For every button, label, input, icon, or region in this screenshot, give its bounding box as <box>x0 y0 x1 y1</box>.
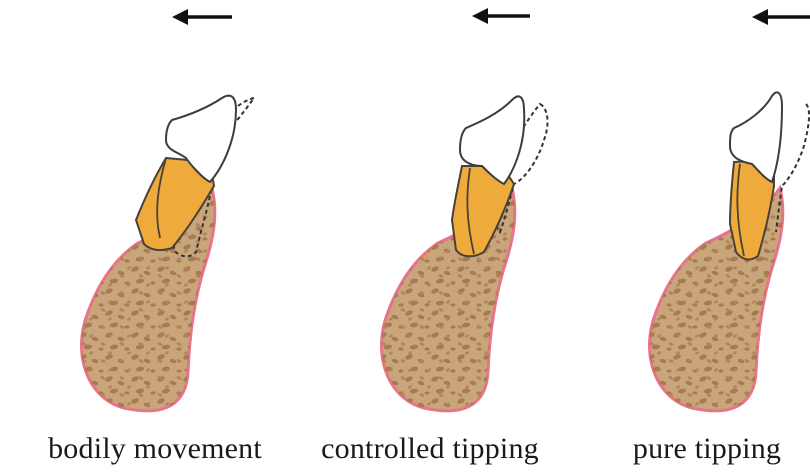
panel-pure-tipping <box>628 9 810 420</box>
direction-arrow <box>472 8 530 24</box>
alveolar-bone <box>628 180 798 420</box>
caption-controlled-tipping: controlled tipping <box>321 432 539 466</box>
direction-arrow <box>752 9 810 25</box>
caption-bodily-movement: bodily movement <box>48 432 262 466</box>
panel-controlled-tipping <box>360 8 547 420</box>
caption-pure-tipping: pure tipping <box>633 432 781 466</box>
direction-arrow <box>172 9 232 25</box>
panel-bodily-movement <box>60 9 254 420</box>
